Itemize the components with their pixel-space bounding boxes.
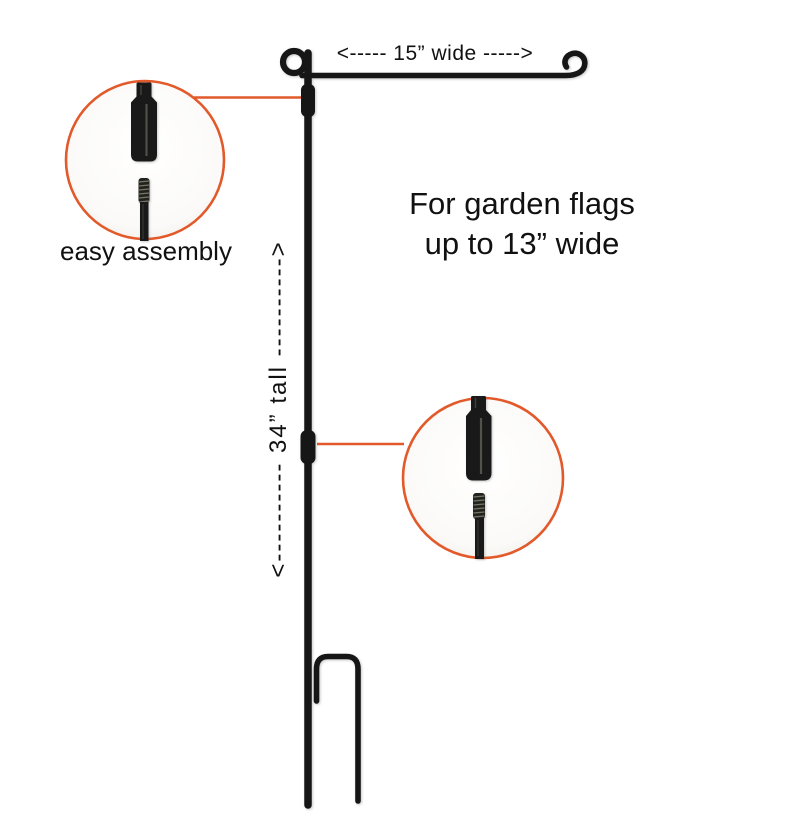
threaded-pin-upper-icon	[138, 178, 150, 241]
flag-size-note: For garden flags up to 13” wide	[409, 186, 635, 261]
socket-tube-lower-icon	[466, 396, 492, 481]
threaded-pin-lower-icon	[473, 493, 485, 559]
pole-top-loop-icon	[279, 47, 309, 77]
pole-joint-upper	[301, 84, 315, 117]
ground-fork	[313, 653, 361, 804]
easy-assembly-label: easy assembly	[60, 236, 232, 266]
assembly-callout-lower	[401, 396, 565, 560]
width-dimension-label: <----- 15” wide ----->	[336, 42, 534, 65]
pole-joint-lower	[300, 430, 316, 464]
socket-tube-upper-icon	[131, 82, 157, 162]
height-dimension-label: <---------- 34” tall ---------->	[265, 240, 292, 578]
assembly-callout-upper	[64, 79, 226, 241]
hanger-arm-with-end-hook	[299, 50, 588, 79]
